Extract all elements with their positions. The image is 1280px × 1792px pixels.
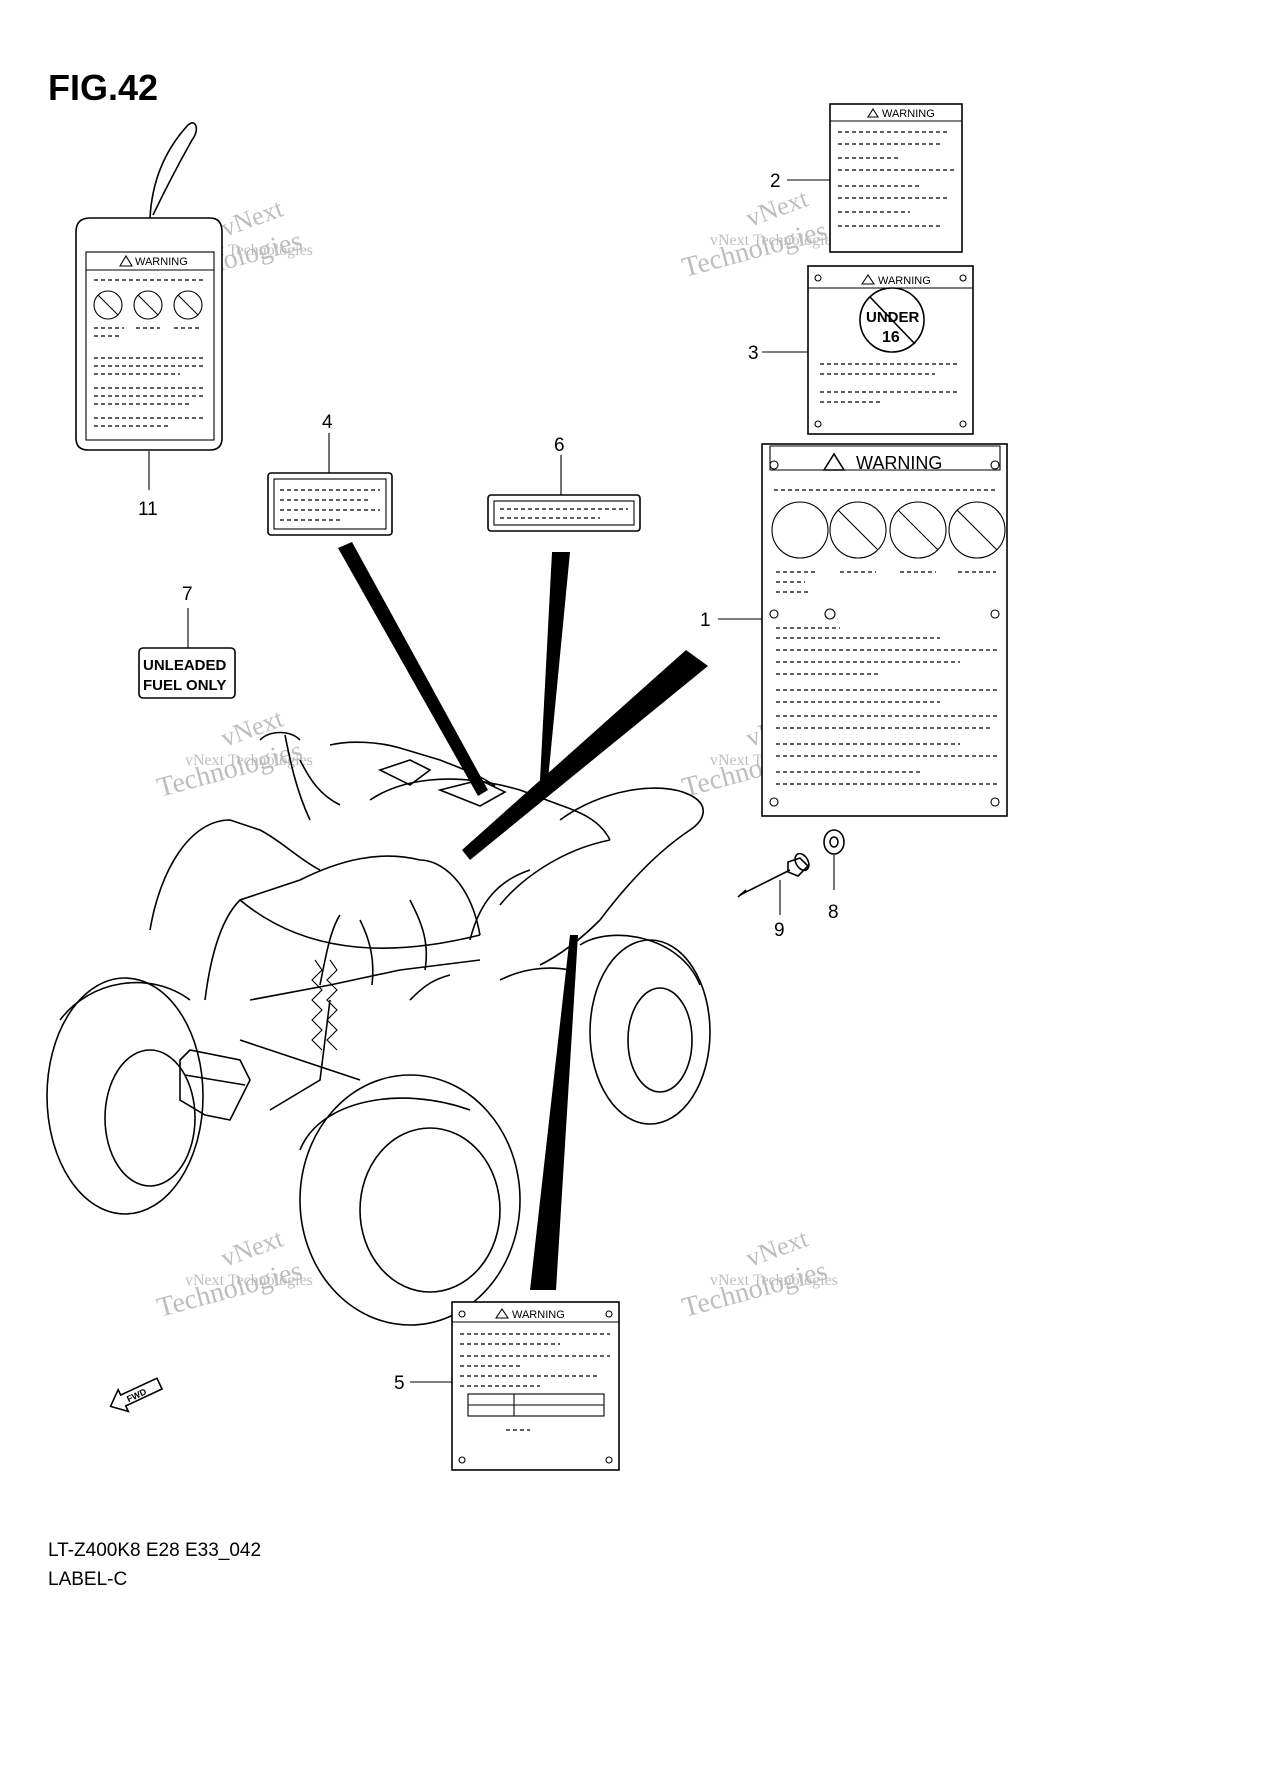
- watermark-group: vNext Technologies vNext Technologies vN…: [154, 183, 838, 1323]
- callout-2: 2: [770, 171, 781, 192]
- svg-text:UNLEADED: UNLEADED: [143, 657, 227, 674]
- part-8-washer: [823, 829, 845, 855]
- prohibition-icon: [771, 501, 829, 559]
- callout-8: 8: [828, 902, 839, 923]
- svg-text:vNext Technologies: vNext Technologies: [710, 1272, 838, 1289]
- part-4-small-label: [267, 472, 393, 536]
- prohibition-icon: [93, 290, 123, 320]
- model-code: LT-Z400K8 E28 E33_042: [48, 1540, 261, 1561]
- callout-3: 3: [748, 343, 759, 364]
- part-11-hang-tag: WARNING: [75, 122, 223, 451]
- svg-text:WARNING: WARNING: [878, 275, 931, 287]
- tag-loop: [149, 122, 198, 219]
- forward-arrow-icon: FWD: [109, 1377, 164, 1413]
- prohibition-icon: [948, 501, 1006, 559]
- part-6-small-label: [487, 494, 641, 532]
- section-name: LABEL-C: [48, 1569, 127, 1590]
- svg-text:WARNING: WARNING: [882, 108, 935, 120]
- svg-text:FUEL ONLY: FUEL ONLY: [143, 677, 226, 694]
- part-1-main-warning-label: WARNING: [761, 443, 1008, 817]
- prohibition-icon: [889, 501, 947, 559]
- prohibition-icon: [829, 501, 887, 559]
- part-9-rivet: [737, 852, 810, 898]
- callout-5: 5: [394, 1373, 405, 1394]
- part-5-warning-label: WARNING: [451, 1301, 620, 1471]
- svg-text:WARNING: WARNING: [512, 1309, 565, 1321]
- prohibition-icon: [173, 290, 203, 320]
- callout-9: 9: [774, 920, 785, 941]
- part-7-fuel-label: UNLEADED FUEL ONLY: [138, 647, 236, 699]
- svg-text:WARNING: WARNING: [856, 453, 942, 473]
- warning-triangle-icon: [119, 254, 133, 267]
- atv-outline: [46, 731, 711, 1326]
- callout-7: 7: [182, 584, 193, 605]
- callout-6: 6: [554, 435, 565, 456]
- part-3-under16-label: WARNING UNDER 16: [807, 265, 974, 435]
- callout-1: 1: [700, 610, 711, 631]
- watermark: vNext Technologies vNext Technologies: [154, 1223, 313, 1323]
- svg-text:WARNING: WARNING: [135, 256, 188, 268]
- svg-text:16: 16: [882, 329, 900, 346]
- prohibition-icon: [133, 290, 163, 320]
- under16-prohibition-icon: UNDER 16: [859, 287, 925, 353]
- svg-text:vNext Technologies: vNext Technologies: [185, 1272, 313, 1289]
- figure-title: FIG.42: [48, 67, 158, 108]
- svg-text:UNDER: UNDER: [866, 309, 920, 326]
- callout-11: 11: [138, 499, 158, 520]
- leader-wedges: [338, 542, 708, 1290]
- svg-text:vNext Technologies: vNext Technologies: [710, 232, 838, 249]
- watermark: vNext Technologies vNext Technologies: [679, 1223, 838, 1323]
- svg-text:vNext Technologies: vNext Technologies: [185, 752, 313, 769]
- callout-4: 4: [322, 412, 333, 433]
- part-2-warning-label: WARNING: [829, 103, 963, 253]
